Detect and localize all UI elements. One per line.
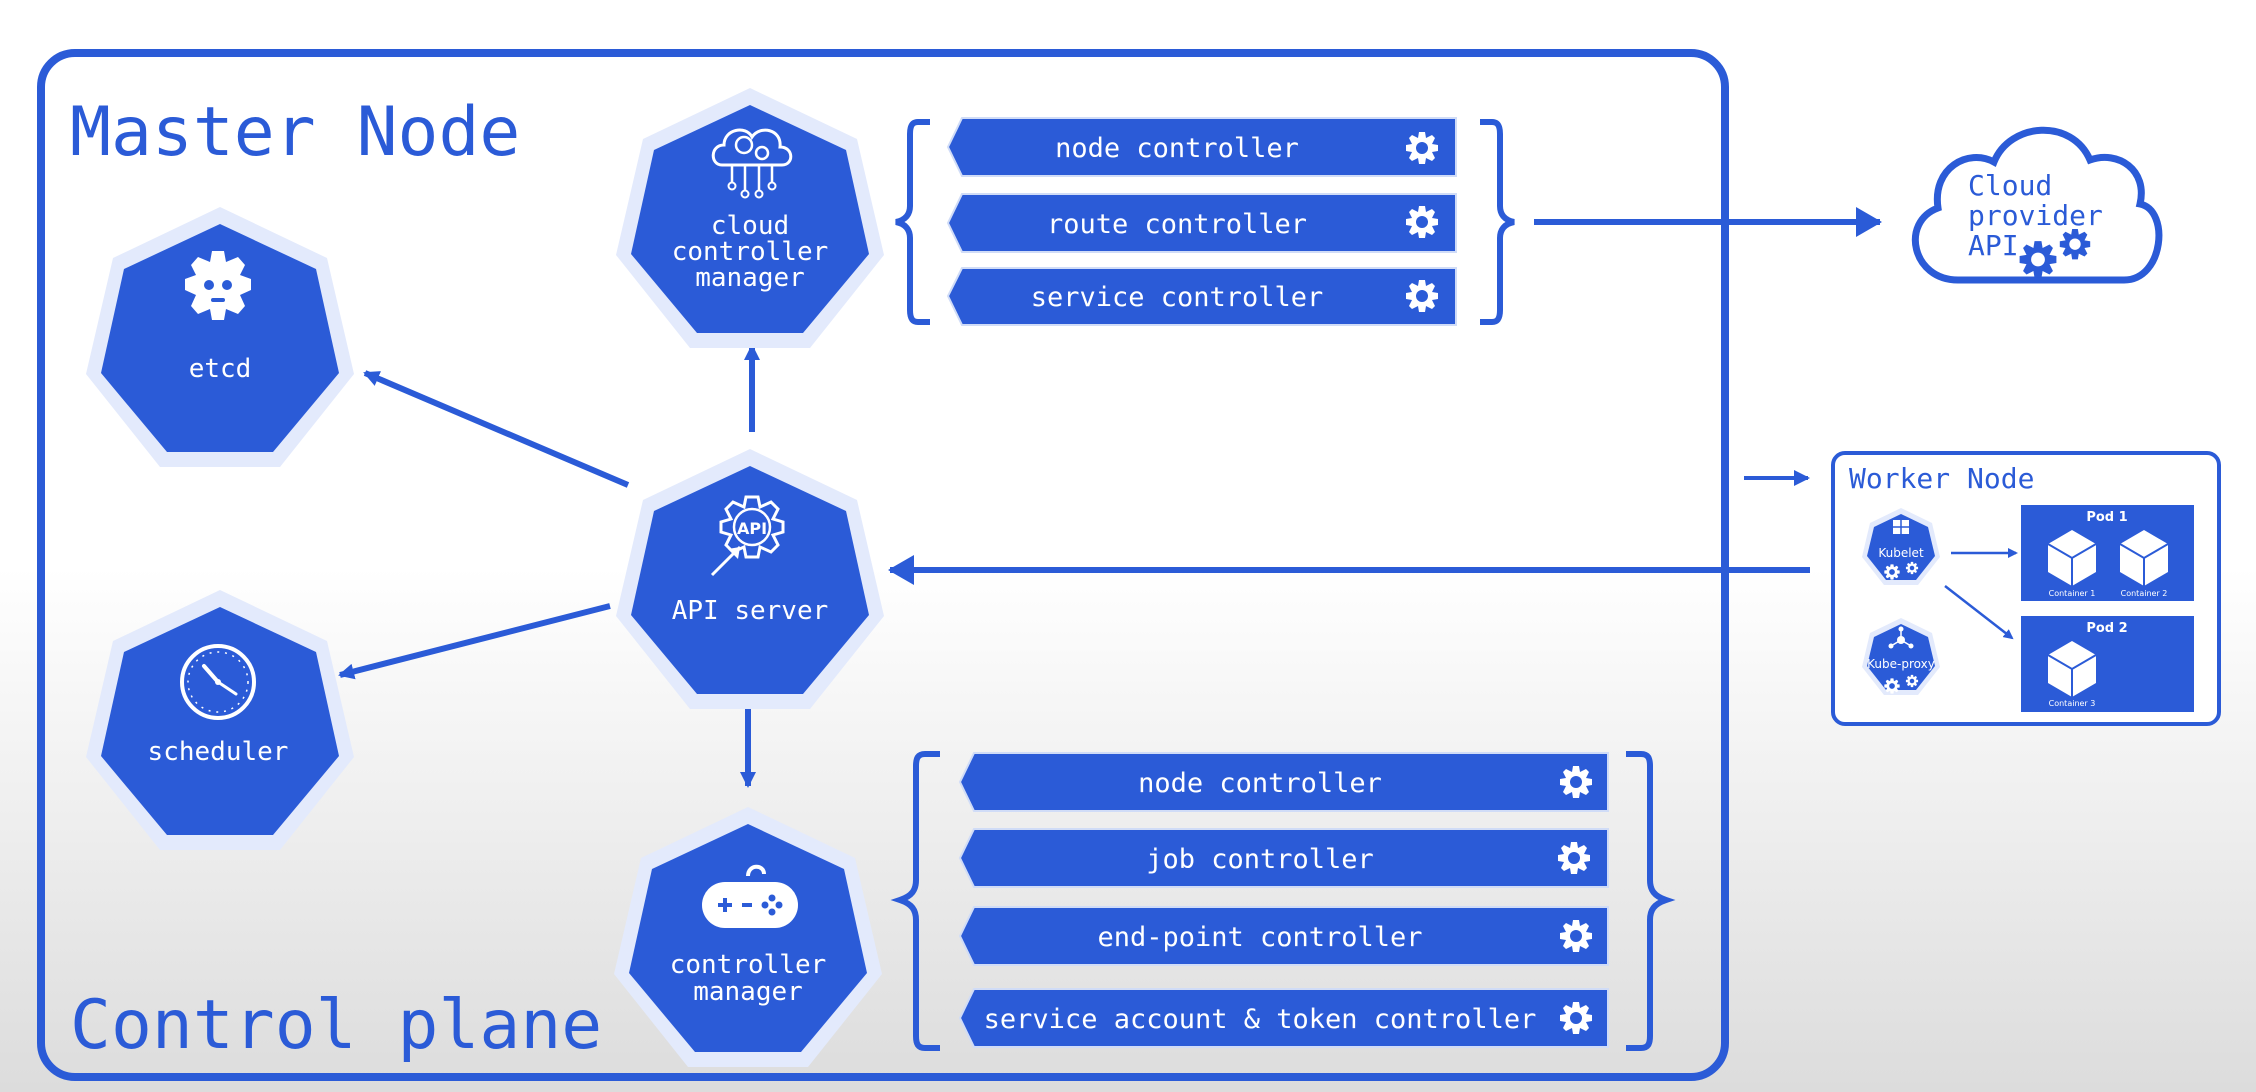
gamepad-icon: [702, 864, 798, 928]
cloud-controller-manager-node[interactable]: cloud controller manager: [616, 88, 884, 348]
api-gear-icon: API: [710, 495, 785, 577]
kubelet-node[interactable]: Kubelet: [1862, 508, 1940, 585]
container-1-label: Container 1: [2049, 589, 2096, 598]
gear-icon: [1905, 674, 1919, 688]
cloud-provider-line-3: API: [1968, 229, 2019, 262]
gear-icon: [1406, 132, 1438, 164]
controller-label-endpoint: end-point controller: [1097, 922, 1422, 953]
controllers-left-brace: [890, 751, 940, 1051]
pod-1-label: Pod 1: [2086, 510, 2127, 525]
cloud-controllers-group: node controller route controller service…: [895, 117, 1515, 326]
cloud-controller-label-service: service controller: [1031, 282, 1324, 313]
gear-icon: [1406, 206, 1438, 238]
container-icon: [2047, 530, 2097, 586]
etcd-node[interactable]: etcd: [86, 207, 354, 467]
cloud-controller-tab-node[interactable]: node controller: [946, 117, 1457, 177]
container-icon: [2047, 641, 2097, 697]
gear-icon: [1560, 766, 1592, 798]
controller-manager-line-2: manager: [693, 977, 803, 1007]
container-icon: [2119, 530, 2169, 586]
gear-icon: [1558, 842, 1590, 874]
arrow-kubelet-to-pod2: [1944, 585, 2014, 640]
api-server-label: API server: [672, 596, 829, 626]
controllers-right-brace: [1626, 751, 1676, 1051]
controller-tab-endpoint[interactable]: end-point controller: [958, 906, 1609, 966]
controller-label-service-account: service account & token controller: [984, 1004, 1537, 1035]
controller-manager-line-1: controller: [670, 950, 827, 980]
clock-icon: [180, 644, 256, 720]
controller-tab-service-account[interactable]: service account & token controller: [958, 988, 1609, 1048]
gear-icon: [1884, 678, 1900, 694]
arrow-api-to-etcd: [363, 370, 630, 488]
kubelet-label: Kubelet: [1878, 546, 1924, 560]
worker-node: Worker Node Kubelet: [1831, 451, 2221, 726]
etcd-label: etcd: [189, 354, 252, 384]
cloud-controller-tab-service[interactable]: service controller: [946, 267, 1457, 326]
gear-icon: [1905, 561, 1919, 575]
cloud-controller-label-route: route controller: [1047, 209, 1307, 240]
cloud-provider-line-2: provider: [1968, 199, 2103, 232]
gear-icon: [2059, 228, 2091, 260]
controller-tab-job[interactable]: job controller: [958, 828, 1609, 888]
master-node-title: Master Node: [70, 93, 520, 172]
control-plane-frame: [37, 49, 1729, 1081]
cloud-provider-api[interactable]: Cloud provider API: [1911, 126, 2163, 284]
gear-icon: [1884, 564, 1900, 580]
cloud-provider-line-1: Cloud: [1968, 169, 2052, 202]
worker-node-title: Worker Node: [1849, 462, 2034, 495]
control-plane-title: Control plane: [70, 986, 602, 1065]
gear-icon: [1560, 1002, 1592, 1034]
gear-icon: [1560, 920, 1592, 952]
connections: [338, 207, 1882, 788]
cloud-controller-manager-line-2: controller: [672, 237, 829, 267]
controllers-group: node controller job controller end-point…: [890, 751, 1676, 1051]
container-2-label: Container 2: [2121, 589, 2168, 598]
cloud-controller-manager-line-3: manager: [695, 263, 805, 293]
robot-gear-icon: [185, 251, 251, 320]
gear-icon: [2019, 241, 2057, 278]
controller-label-node: node controller: [1138, 768, 1382, 799]
cloud-controllers-left-brace: [895, 119, 930, 325]
pod-2-label: Pod 2: [2086, 621, 2127, 636]
api-icon-text: API: [737, 519, 767, 538]
controller-manager-node[interactable]: controller manager: [614, 807, 882, 1067]
kubelet-icon: [1893, 520, 1909, 534]
api-server-node[interactable]: API API server: [616, 449, 884, 709]
pod-1[interactable]: Pod 1 Container 1 Container 2: [2021, 505, 2194, 601]
scheduler-node[interactable]: scheduler: [86, 590, 354, 850]
kube-proxy-label: Kube-proxy: [1867, 657, 1935, 671]
kube-proxy-node[interactable]: Kube-proxy: [1862, 618, 1940, 695]
arrow-api-to-scheduler: [338, 603, 611, 680]
pod-2[interactable]: Pod 2 Container 3: [2021, 616, 2194, 712]
controller-label-job: job controller: [1146, 844, 1374, 875]
cloud-controller-label-node: node controller: [1055, 133, 1299, 164]
cloud-icon: [1911, 126, 2163, 284]
cloud-controller-manager-line-1: cloud: [711, 211, 789, 241]
scheduler-label: scheduler: [148, 737, 289, 767]
cloud-circuit-icon: [711, 128, 793, 199]
container-3-label: Container 3: [2049, 699, 2096, 708]
controller-tab-node[interactable]: node controller: [958, 752, 1609, 812]
cloud-controllers-right-brace: [1480, 119, 1515, 325]
cloud-controller-tab-route[interactable]: route controller: [946, 193, 1457, 253]
gear-icon: [1406, 280, 1438, 312]
network-icon: [1888, 626, 1914, 649]
